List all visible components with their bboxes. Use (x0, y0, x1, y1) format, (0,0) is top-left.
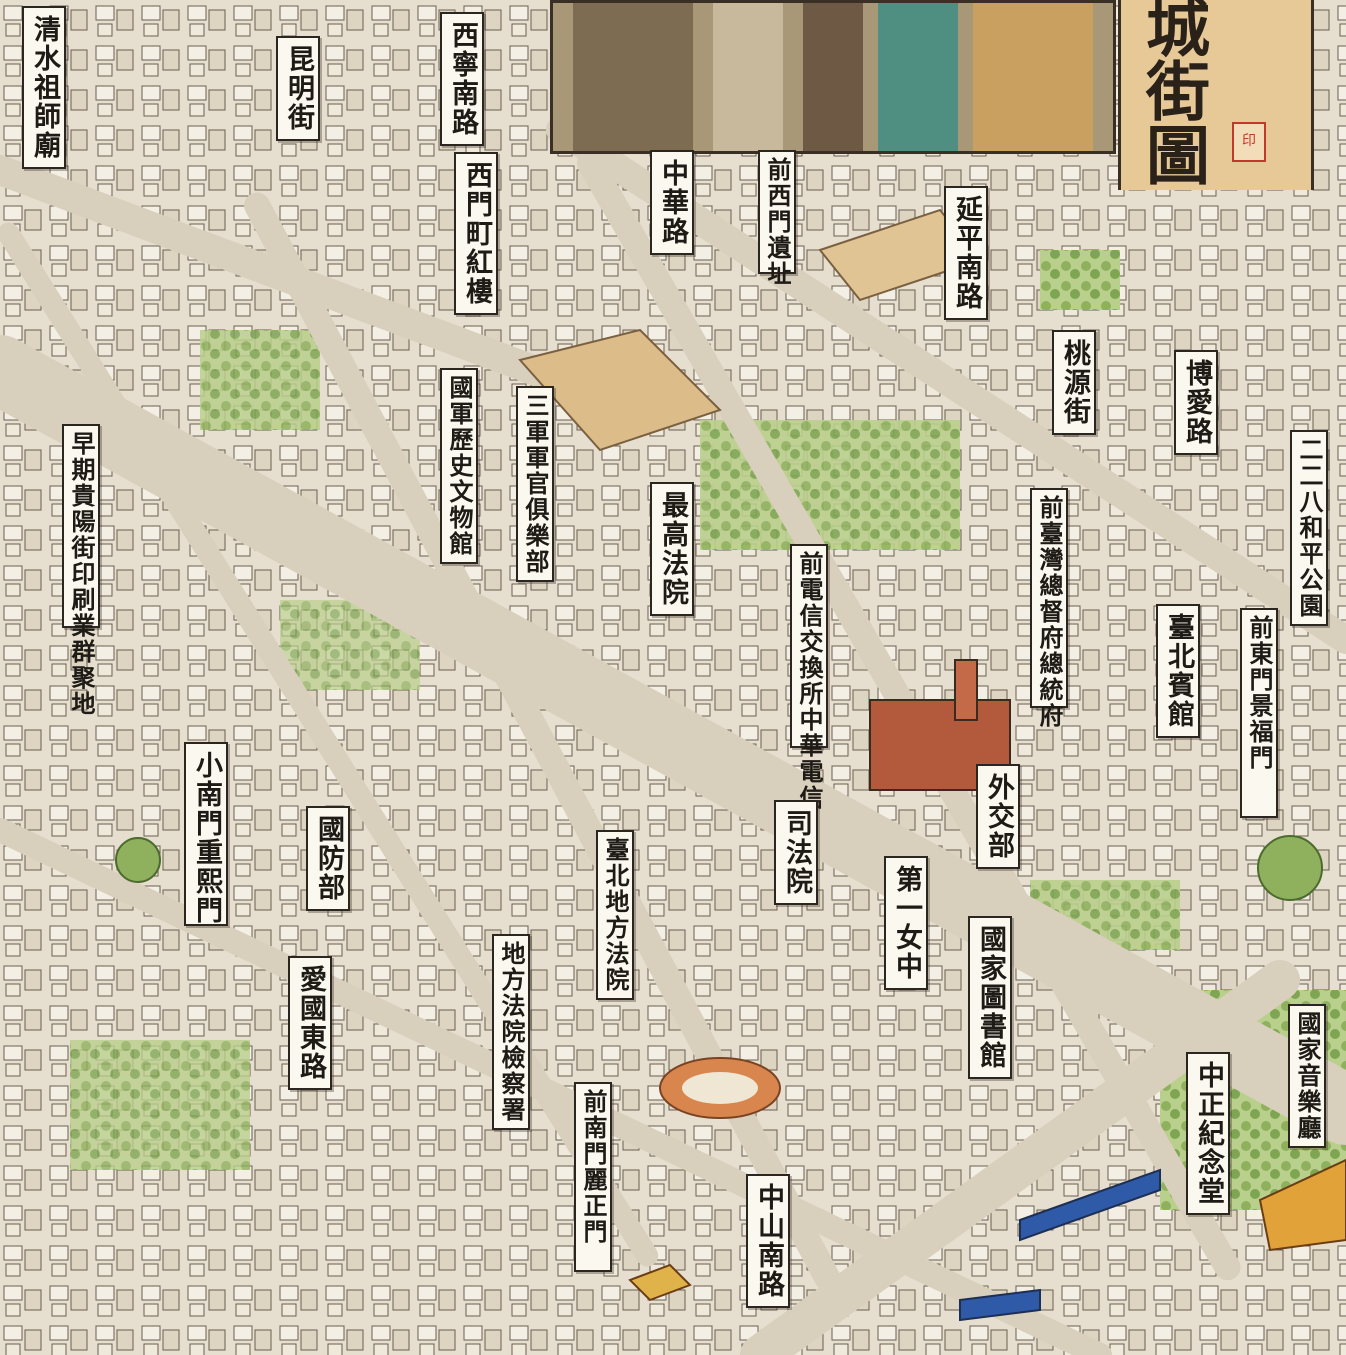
label-kunming-street: 昆明街 (276, 36, 320, 141)
label-cks-memorial-hall: 中正紀念堂 (1186, 1052, 1230, 1215)
label-former-south-gate: 前南門麗正門 (574, 1082, 612, 1272)
label-district-court: 臺北地方法院 (596, 830, 634, 1000)
label-east-gate: 前東門景福門 (1240, 608, 1278, 818)
label-qingshui-temple: 清水祖師廟 (22, 6, 66, 169)
label-first-girls-high: 第一女中 (884, 856, 928, 990)
label-xining-south-road: 西寧南路 (440, 12, 484, 146)
title-panel (1118, 0, 1314, 190)
label-boai-road: 博愛路 (1174, 350, 1218, 455)
label-former-west-gate-site: 前西門遺址 (758, 150, 796, 287)
label-ministry-of-defense: 國防部 (306, 806, 350, 911)
map-title: 城街圖 (1135, 0, 1210, 186)
label-taipei-guest-house: 臺北賓館 (1156, 604, 1200, 738)
label-taoyuan-street: 桃源街 (1052, 330, 1096, 435)
label-army-museum: 國軍歷史文物館 (440, 368, 478, 564)
label-presidential-office: 前臺灣總督府總統府 (1030, 488, 1068, 729)
label-national-concert-hall: 國家音樂廳 (1288, 1004, 1326, 1148)
label-zhonghua-road: 中華路 (650, 150, 694, 255)
label-zhongshan-south-road: 中山南路 (746, 1174, 790, 1308)
label-foreign-ministry: 外交部 (976, 764, 1020, 869)
label-228-peace-park: 二二八和平公園 (1290, 430, 1328, 626)
label-yanping-south-road: 延平南路 (944, 186, 988, 320)
label-officers-club: 三軍軍官俱樂部 (516, 386, 554, 582)
label-judicial-yuan: 司法院 (774, 800, 818, 905)
seal-icon: 印 (1232, 122, 1266, 162)
label-chunghwa-telecom: 前電信交換所中華電信 (790, 544, 828, 811)
label-early-guiyang-street: 早期貴陽街印刷業群聚地 (62, 424, 100, 717)
label-little-south-gate: 小南門重熙門 (184, 742, 228, 926)
label-prosecutors-office: 地方法院檢察署 (492, 934, 530, 1130)
label-ximen-red-house: 西門町紅樓 (454, 152, 498, 315)
label-central-library: 國家圖書館 (968, 916, 1012, 1079)
photo-inset (550, 0, 1116, 154)
label-supreme-court: 最高法院 (650, 482, 694, 616)
label-aiguo-east-road: 愛國東路 (288, 956, 332, 1090)
